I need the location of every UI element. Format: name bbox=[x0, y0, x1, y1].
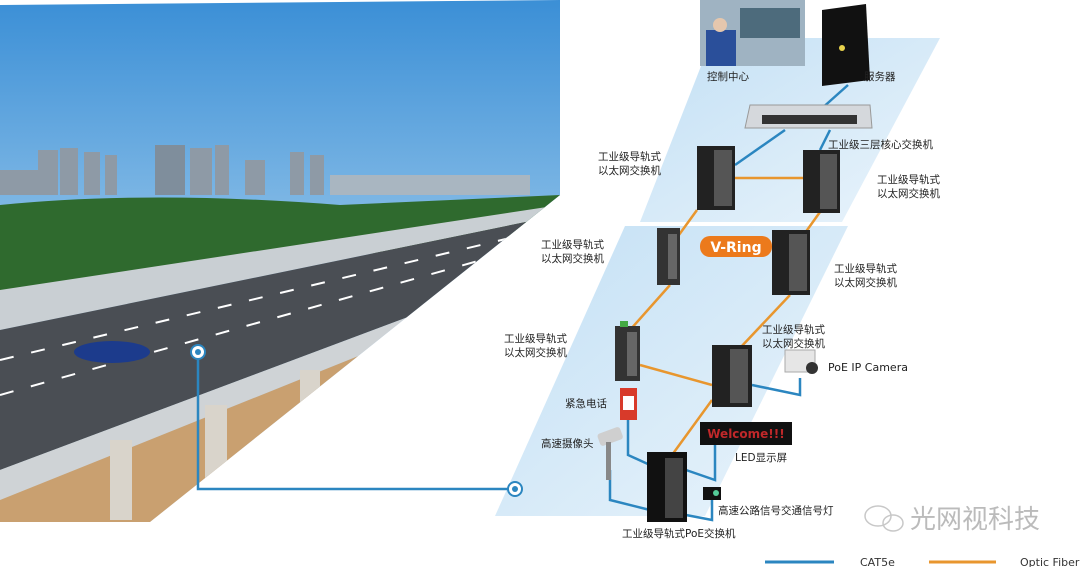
rail-switch-label: 以太网交换机 bbox=[834, 276, 897, 289]
fiber-cables bbox=[629, 176, 822, 456]
watermark: 光网视科技 bbox=[910, 505, 1040, 535]
city-skyline bbox=[0, 145, 530, 195]
poe-camera-icon bbox=[784, 349, 818, 374]
car bbox=[74, 341, 150, 363]
legend-cat5e-label: CAT5e bbox=[860, 556, 895, 567]
lower-panel bbox=[495, 226, 848, 516]
rail-switch-label: 工业级导轨式 bbox=[598, 150, 661, 163]
legend-fiber-label: Optic Fiber bbox=[1020, 556, 1080, 567]
rail-switch-icon bbox=[772, 230, 810, 295]
emergency-phone-label: 紧急电话 bbox=[565, 397, 607, 410]
panel-connection-point bbox=[507, 481, 523, 497]
wechat-icon bbox=[864, 505, 904, 532]
rail-switch-label: 工业级导轨式 bbox=[762, 323, 825, 336]
highway-camera-label: 高速摄像头 bbox=[541, 437, 594, 450]
poe-camera-label: PoE IP Camera bbox=[828, 361, 908, 374]
rail-switch-label: 以太网交换机 bbox=[762, 337, 825, 350]
core-switch-label: 工业级三层核心交换机 bbox=[828, 138, 933, 151]
rail-switch-label: 以太网交换机 bbox=[877, 187, 940, 200]
signal-light-icon bbox=[703, 487, 721, 500]
rail-switch-icon bbox=[615, 321, 640, 381]
v-ring-label: V-Ring bbox=[710, 240, 761, 256]
road bbox=[0, 215, 560, 470]
rail-switch-icon bbox=[712, 345, 752, 407]
v-ring-badge: V-Ring bbox=[700, 236, 772, 257]
led-text: Welcome!!! bbox=[707, 427, 784, 441]
led-display-label: LED显示屏 bbox=[735, 452, 787, 464]
poe-switch-label: 工业级导轨式PoE交换机 bbox=[622, 527, 736, 540]
rail-switch-label: 以太网交换机 bbox=[541, 252, 604, 265]
signal-light-label: 高速公路信号交通信号灯 bbox=[718, 504, 834, 517]
server-label: 服务器 bbox=[864, 70, 896, 83]
rail-switch-label: 以太网交换机 bbox=[504, 346, 567, 359]
rail-switch-icon bbox=[697, 146, 735, 210]
led-display: Welcome!!! bbox=[700, 422, 792, 445]
rail-switch-icon bbox=[657, 228, 680, 285]
emergency-phone-icon bbox=[620, 388, 637, 420]
rail-switch-label: 工业级导轨式 bbox=[877, 173, 940, 186]
road-connection-point bbox=[190, 344, 206, 360]
core-switch-icon bbox=[744, 104, 873, 129]
rail-switch-label: 工业级导轨式 bbox=[834, 262, 897, 275]
highway-photo bbox=[0, 0, 560, 522]
rail-switch-label: 工业级导轨式 bbox=[504, 332, 567, 345]
rail-switch-label: 工业级导轨式 bbox=[541, 238, 604, 251]
rail-switch-label: 以太网交换机 bbox=[598, 164, 661, 177]
control-center-label: 控制中心 bbox=[707, 70, 749, 83]
highway-camera-icon bbox=[597, 427, 623, 480]
poe-switch-icon bbox=[647, 452, 687, 522]
legend: CAT5e Optic Fiber bbox=[765, 556, 1080, 567]
server-icon bbox=[822, 4, 870, 86]
rail-switch-icon bbox=[803, 150, 840, 213]
control-center-image bbox=[700, 0, 805, 66]
